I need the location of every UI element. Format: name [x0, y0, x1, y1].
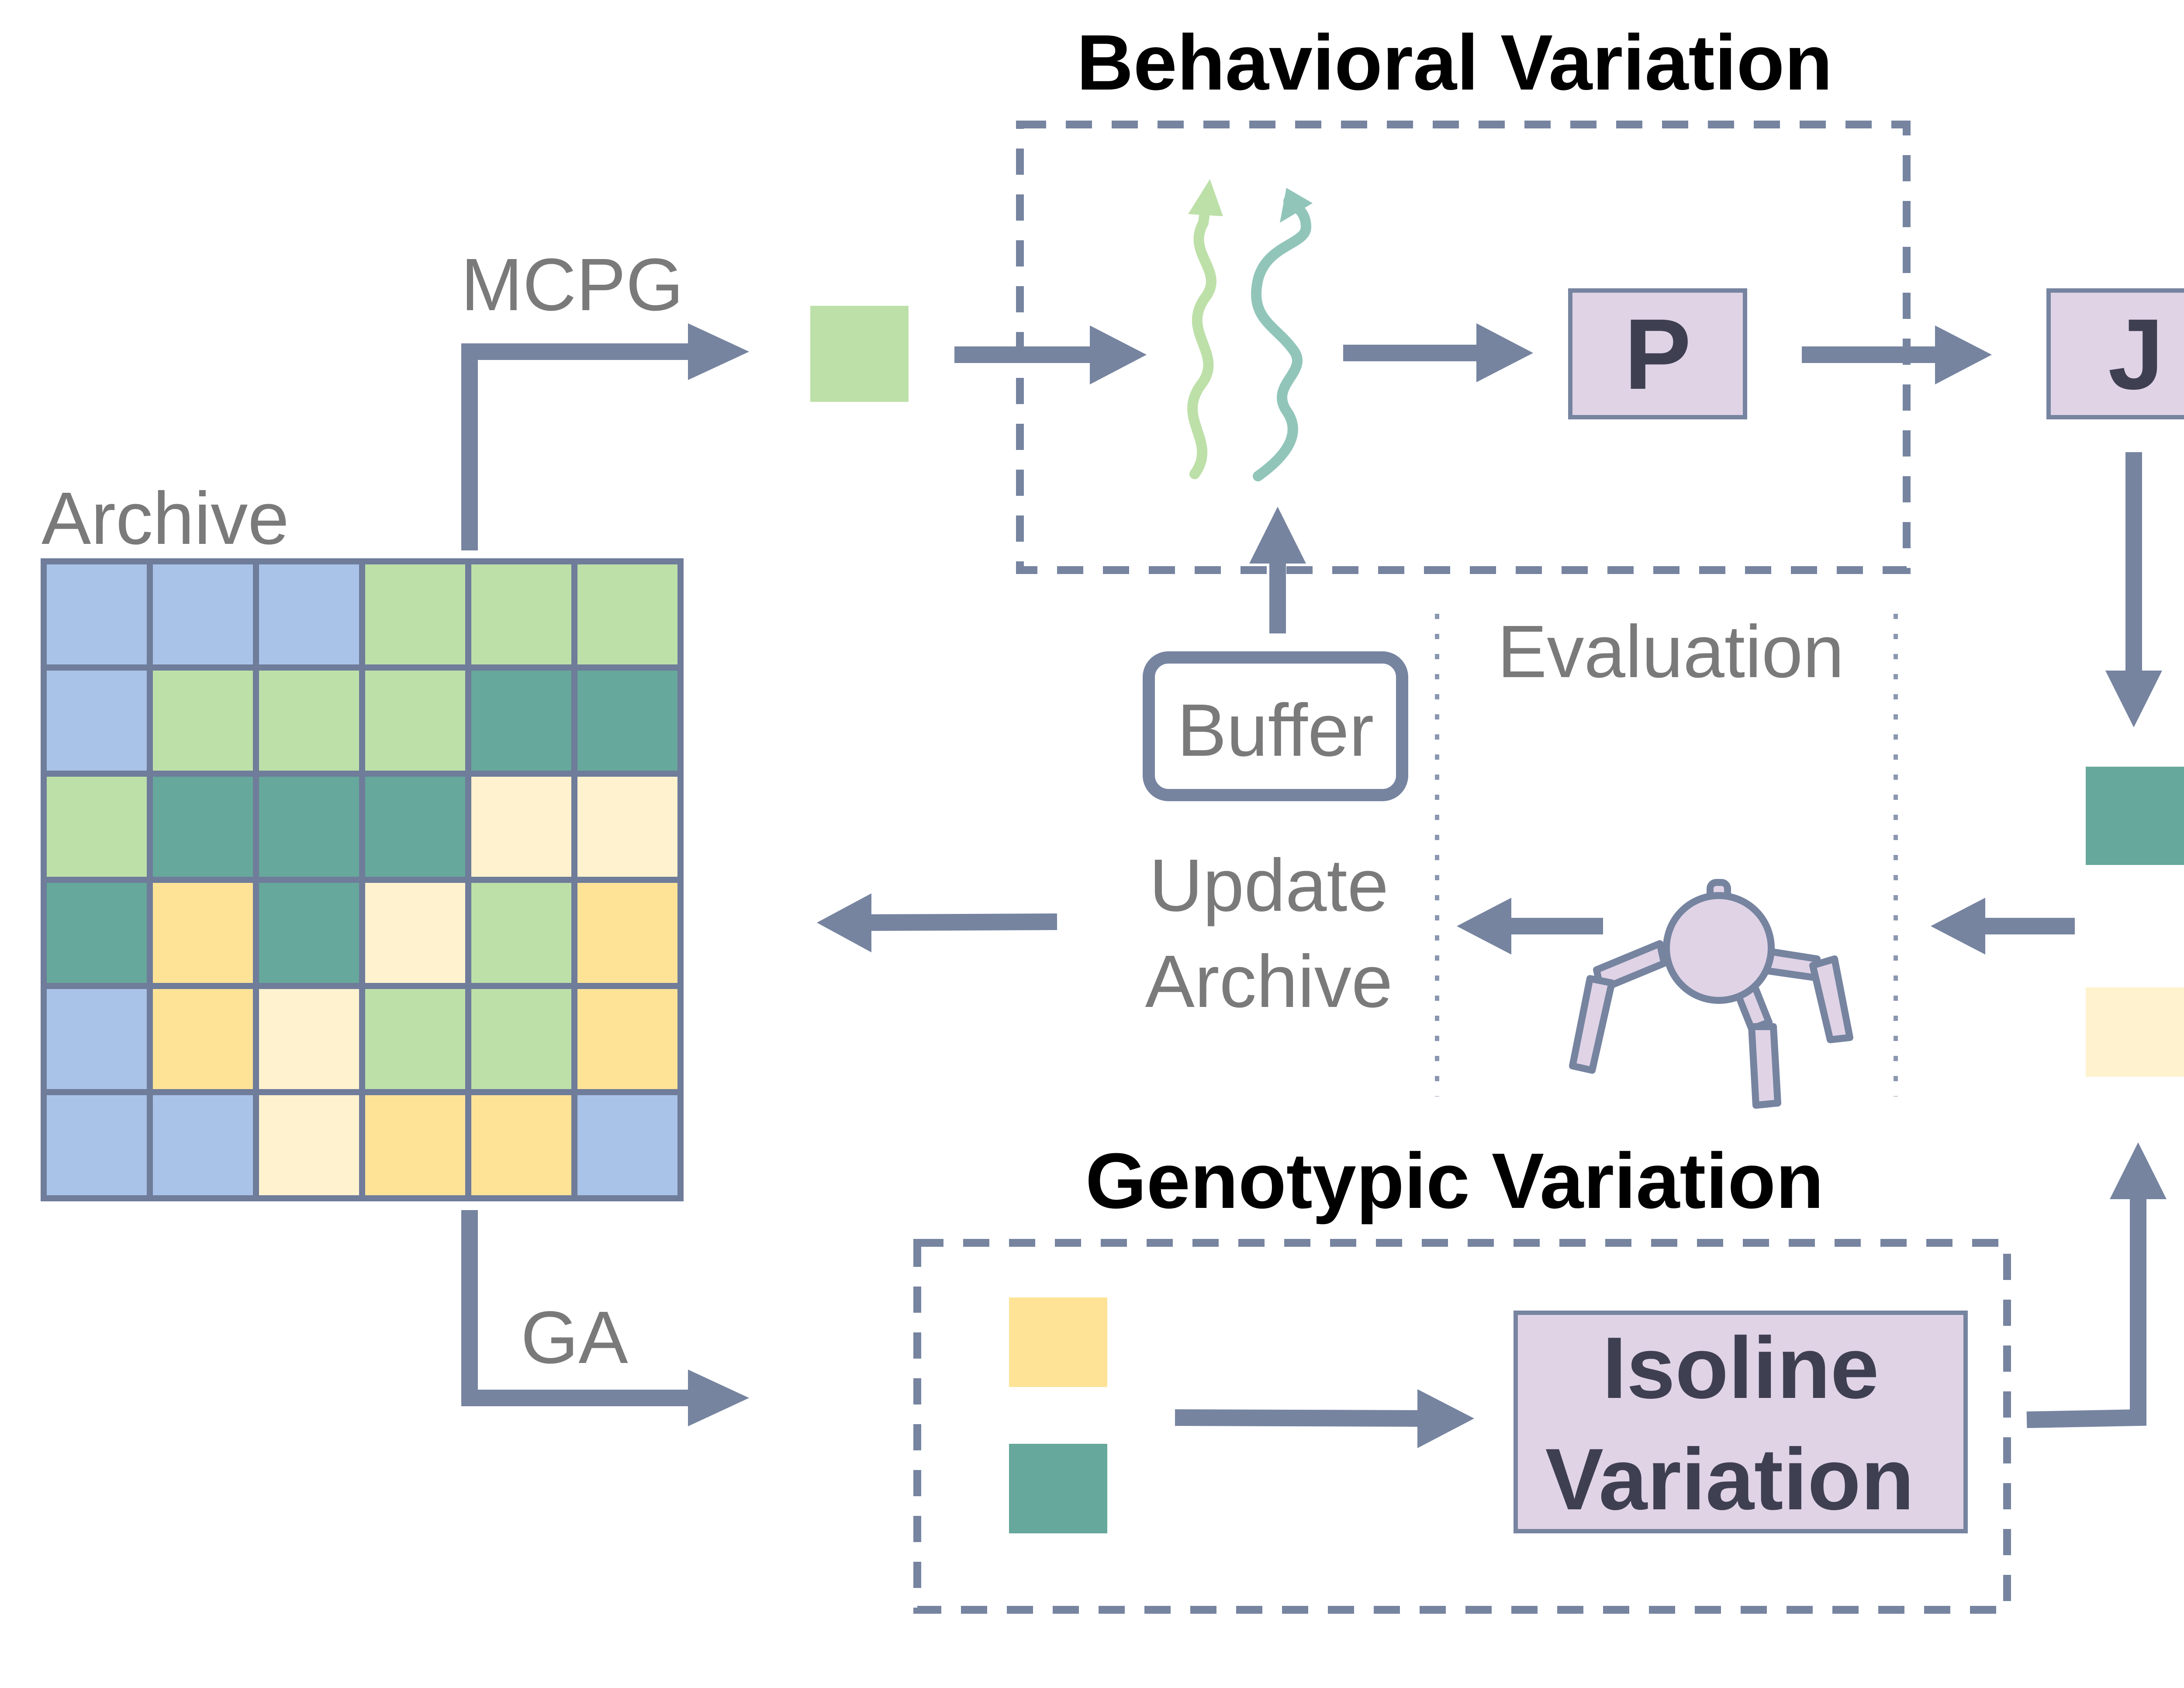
arrow-to-isoline-head	[1417, 1389, 1474, 1448]
archive-cell	[571, 877, 684, 989]
arrow-update-archive	[869, 913, 1057, 931]
arrow-from-evaluation-head	[1457, 898, 1511, 955]
ga-label: GA	[521, 1296, 628, 1379]
archive-cell	[359, 664, 471, 777]
arrow-j-down-head	[2105, 671, 2162, 727]
genotypic-variation-box	[913, 1239, 2011, 1614]
evaluation-label: Evaluation	[1497, 610, 1844, 693]
ga-arrowhead	[688, 1370, 749, 1426]
quadruped-robot-icon	[1569, 879, 1853, 1109]
archive-grid	[41, 558, 684, 1201]
mcpg-arrowhead	[688, 323, 749, 380]
archive-cell	[465, 664, 577, 777]
isoline-variation-box	[1514, 1311, 1968, 1533]
archive-cell	[359, 983, 471, 1095]
archive-cell	[465, 877, 577, 989]
arrow-isoline-to-offspring	[2026, 1197, 2146, 1428]
archive-cell	[41, 771, 153, 883]
arrow-to-j-head	[1935, 325, 1992, 384]
arrow-to-evaluation-head	[1931, 898, 1985, 955]
archive-cell	[253, 558, 365, 671]
j-label: J	[2108, 298, 2164, 410]
p-box	[1568, 288, 1747, 419]
archive-cell	[571, 983, 684, 1095]
archive-cell	[359, 558, 471, 671]
archive-cell	[253, 664, 365, 777]
archive-cell	[41, 983, 153, 1095]
archive-cell	[253, 877, 365, 989]
mcpg-label: MCPG	[461, 243, 684, 326]
archive-cell	[253, 1089, 365, 1201]
buffer-label: Buffer	[1177, 689, 1374, 772]
archive-cell	[465, 983, 577, 1095]
archive-cell	[147, 983, 259, 1095]
archive-cell	[465, 1089, 577, 1201]
arrow-update-archive-head	[817, 893, 871, 952]
archive-cell	[465, 558, 577, 671]
variation-label: Variation	[1545, 1431, 1914, 1528]
archive-cell	[465, 771, 577, 883]
archive-cell	[147, 877, 259, 989]
archive-cell	[147, 1089, 259, 1201]
mcpg-selected-cell	[810, 306, 909, 402]
offspring-teal-cell	[2086, 767, 2184, 865]
mcpg-arrow	[461, 343, 690, 550]
genotypic-variation-title: Genotypic Variation	[1085, 1137, 1824, 1225]
ga-parent-teal-cell	[1009, 1444, 1107, 1533]
arrow-buffer-up-head	[1249, 507, 1306, 564]
arrow-isoline-to-offspring-head	[2110, 1142, 2167, 1199]
archive-cell	[41, 664, 153, 777]
archive-cell	[571, 1089, 684, 1201]
p-label: P	[1624, 298, 1691, 410]
archive-cell	[253, 771, 365, 883]
arrow-to-p-head	[1476, 323, 1533, 382]
j-box	[2046, 288, 2184, 419]
update-label: Update	[1149, 844, 1389, 927]
ga-parent-yellow-cell	[1009, 1297, 1107, 1387]
archive-cell	[571, 664, 684, 777]
archive-cell	[41, 558, 153, 671]
archive-cell	[571, 558, 684, 671]
buffer-box	[1143, 651, 1408, 801]
archive-cell	[253, 983, 365, 1095]
archive-cell	[359, 877, 471, 989]
archive-cell	[147, 771, 259, 883]
archive-cell	[41, 877, 153, 989]
archive-cell	[147, 558, 259, 671]
archive-update-label: Archive	[1145, 940, 1393, 1023]
archive-cell	[147, 664, 259, 777]
archive-cell	[359, 1089, 471, 1201]
archive-cell	[359, 771, 471, 883]
behavioral-variation-title: Behavioral Variation	[1077, 19, 1833, 107]
wavy-trajectories-icon	[1187, 179, 1313, 481]
arrow-to-trajectories-head	[1090, 325, 1147, 384]
isoline-label: Isoline	[1602, 1319, 1879, 1417]
archive-cell	[571, 771, 684, 883]
ga-arrow	[461, 1210, 690, 1406]
archive-cell	[41, 1089, 153, 1201]
offspring-cream-cell	[2086, 987, 2184, 1077]
archive-label: Archive	[41, 477, 289, 560]
